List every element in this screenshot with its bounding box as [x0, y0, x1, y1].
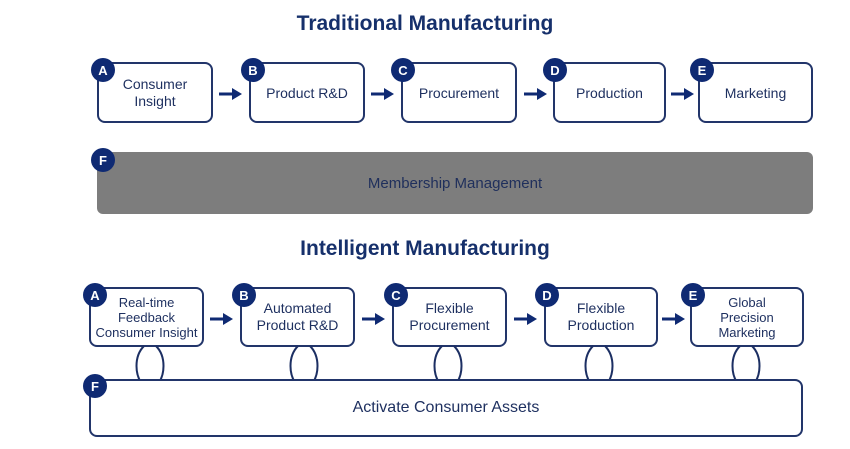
step-line: Product R&D: [256, 317, 339, 333]
badge-b: B: [232, 283, 256, 307]
intelligent-step-product-rd: Automated Product R&D: [240, 287, 355, 347]
step-line: Production: [567, 317, 635, 333]
badge-f: F: [83, 374, 107, 398]
step-label: Procurement: [418, 84, 500, 101]
step-line: Feedback: [117, 309, 176, 325]
badge-d: D: [543, 58, 567, 82]
step-line: Precision: [720, 309, 774, 325]
step-line: Global: [728, 294, 766, 310]
activate-consumer-assets-box: Activate Consumer Assets: [89, 379, 803, 437]
intelligent-step-production: Flexible Production: [544, 287, 658, 347]
step-label: Consumer Insight: [122, 75, 188, 109]
step-line: Real-time: [118, 294, 175, 310]
badge-c: C: [391, 58, 415, 82]
badge-a: A: [83, 283, 107, 307]
badge-e: E: [681, 283, 705, 307]
traditional-step-procurement: Procurement: [401, 62, 517, 123]
arrow-right-icon: [524, 88, 547, 100]
step-line: Marketing: [718, 324, 776, 340]
badge-c: C: [384, 283, 408, 307]
arrow-right-icon: [514, 313, 537, 325]
step-label: Production: [576, 84, 643, 101]
badge-e: E: [690, 58, 714, 82]
bar-label: Membership Management: [367, 174, 543, 192]
badge-a: A: [91, 58, 115, 82]
arrow-right-icon: [219, 88, 242, 100]
badge-b: B: [241, 58, 265, 82]
intelligent-title: Intelligent Manufacturing: [300, 237, 550, 260]
badge-f: F: [91, 148, 115, 172]
step-line: Procurement: [409, 317, 490, 333]
arrow-right-icon: [671, 88, 694, 100]
traditional-step-marketing: Marketing: [698, 62, 813, 123]
intelligent-step-consumer-insight: Real-time Feedback Consumer Insight: [89, 287, 204, 347]
traditional-step-product-rd: Product R&D: [249, 62, 365, 123]
step-line: Automated: [263, 300, 332, 316]
arrow-right-icon: [362, 313, 385, 325]
membership-management-bar: Membership Management: [97, 152, 813, 214]
intelligent-step-procurement: Flexible Procurement: [392, 287, 507, 347]
step-line: Flexible: [425, 300, 474, 316]
arrow-right-icon: [371, 88, 394, 100]
traditional-step-consumer-insight: Consumer Insight: [97, 62, 213, 123]
step-label: Product R&D: [266, 84, 348, 101]
badge-d: D: [535, 283, 559, 307]
traditional-title: Traditional Manufacturing: [296, 12, 554, 35]
bar-label: Activate Consumer Assets: [352, 399, 540, 416]
arrow-right-icon: [662, 313, 685, 325]
step-line: Consumer Insight: [95, 324, 198, 340]
step-label: Marketing: [724, 84, 787, 101]
traditional-step-production: Production: [553, 62, 666, 123]
arrow-right-icon: [210, 313, 233, 325]
intelligent-step-marketing: Global Precision Marketing: [690, 287, 804, 347]
step-line: Flexible: [576, 300, 626, 316]
